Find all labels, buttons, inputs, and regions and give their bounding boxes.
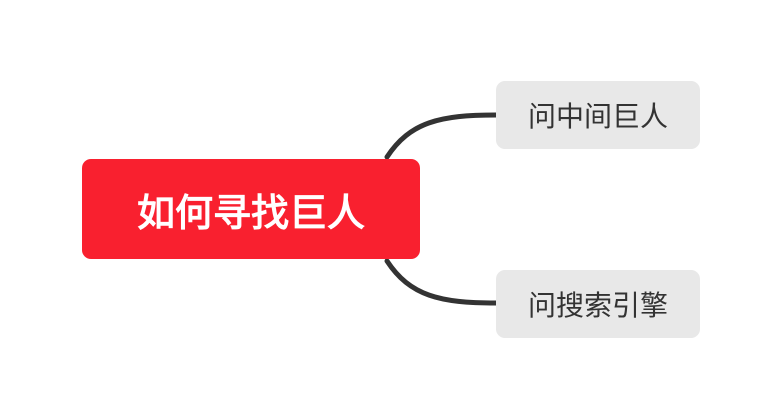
connector-branch-2: [384, 258, 499, 306]
branch-topic-ask-intermediate-giant[interactable]: 问中间巨人: [496, 81, 700, 149]
root-topic-label: 如何寻找巨人: [136, 190, 365, 235]
root-topic[interactable]: 如何寻找巨人: [82, 159, 420, 259]
branch-topic-ask-search-engine[interactable]: 问搜索引擎: [496, 270, 700, 338]
connector-branch-1: [384, 112, 499, 160]
branch-topic-label: 问搜索引擎: [527, 289, 668, 322]
branch-topic-label: 问中间巨人: [527, 100, 668, 133]
